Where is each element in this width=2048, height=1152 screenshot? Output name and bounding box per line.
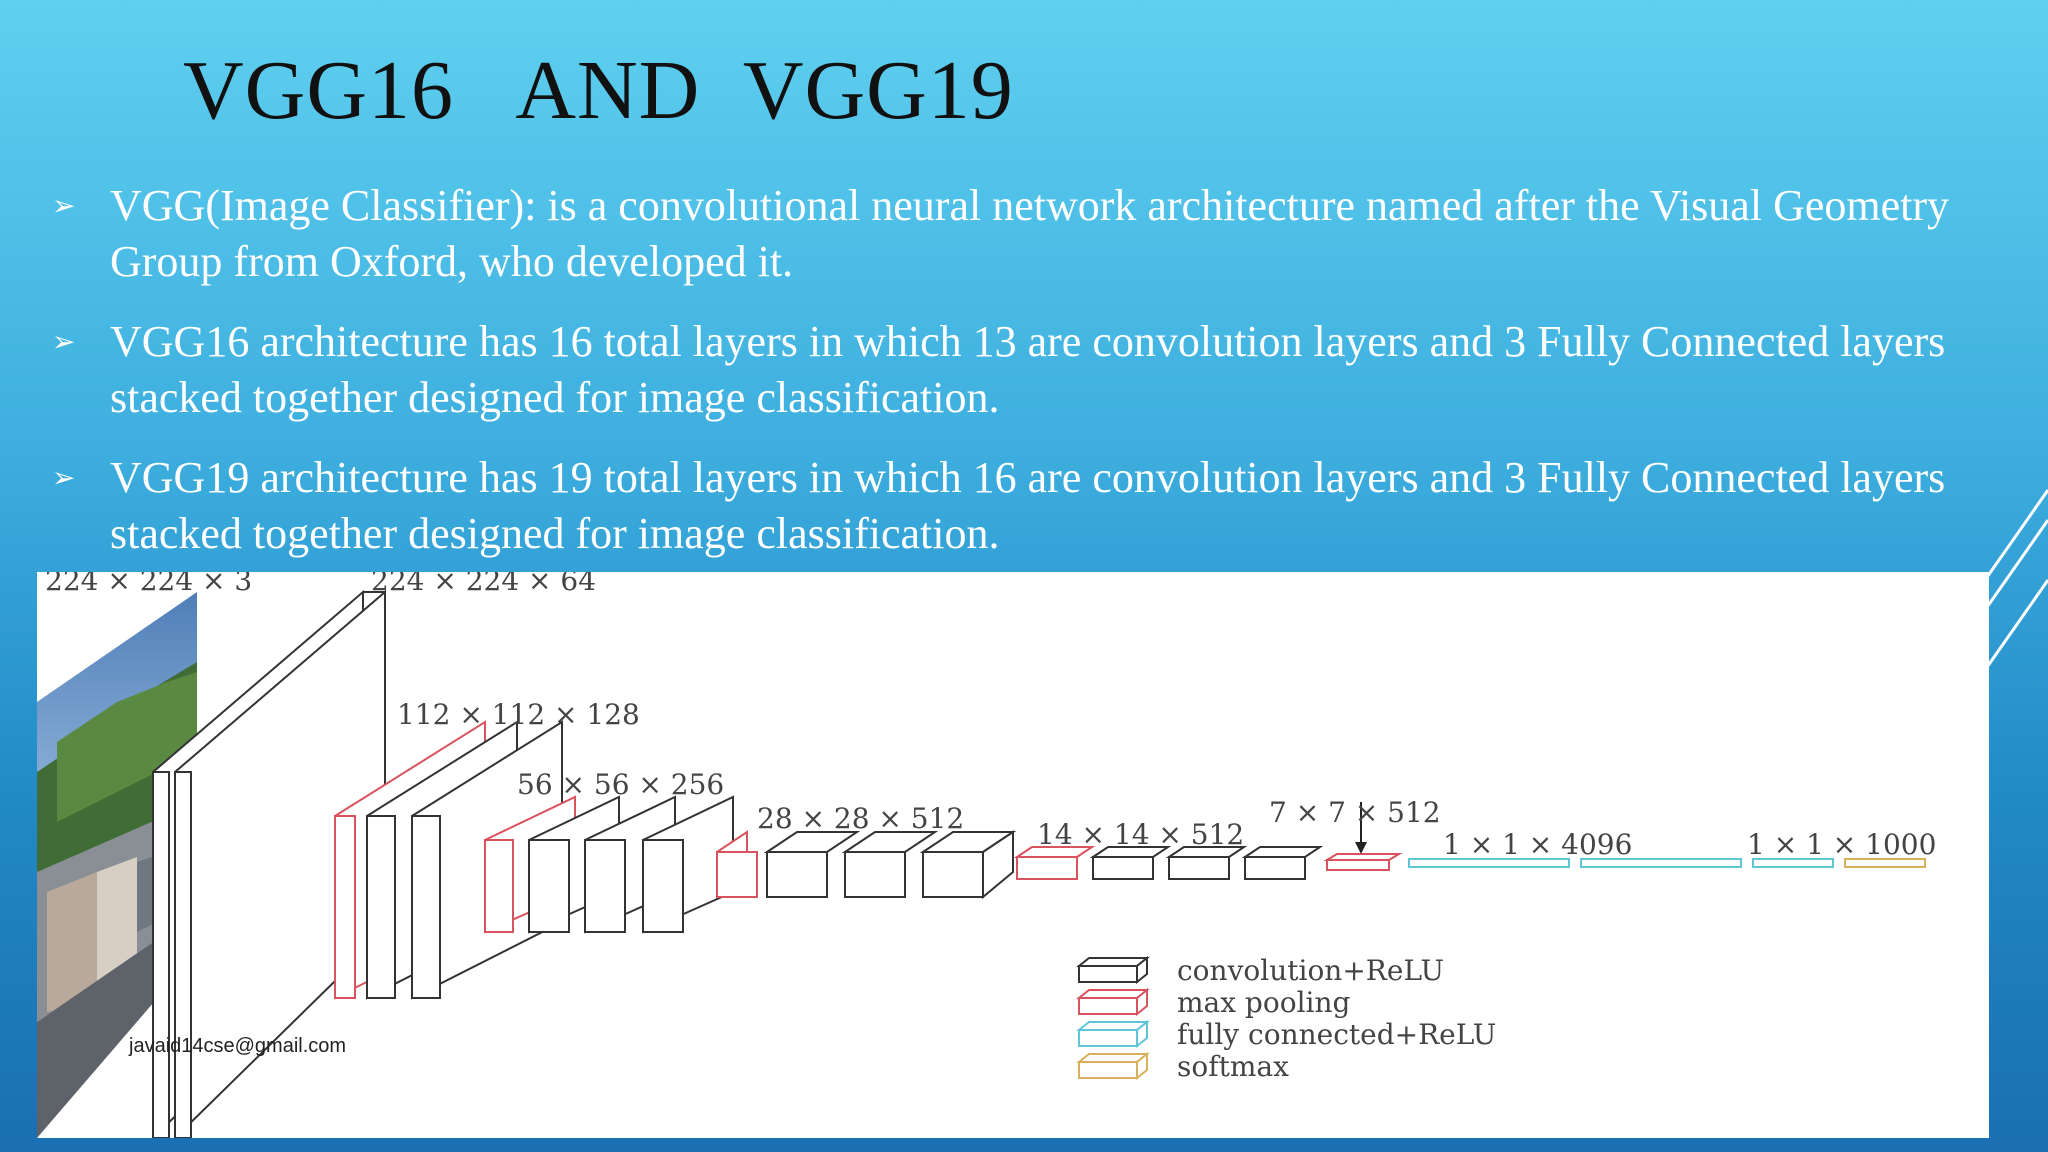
- fc-layers: [1408, 858, 1926, 868]
- author-email: javaid14cse@gmail.com: [129, 1035, 347, 1057]
- arrow-bullet-icon: ➢: [52, 189, 76, 222]
- conv5-block: [1013, 846, 1324, 880]
- legend-pool-label: max pooling: [1177, 986, 1351, 1019]
- legend: [1076, 955, 1150, 1081]
- decorative-lines: [1978, 489, 2048, 681]
- bullet-text: VGG(Image Classifier): is a convolutiona…: [110, 181, 1949, 286]
- bullet-text: VGG16 architecture has 16 total layers i…: [110, 317, 1946, 422]
- slide-title: VGG16 AND VGG19: [183, 44, 1014, 137]
- bullet-item: ➢ VGG19 architecture has 19 total layers…: [52, 450, 2012, 562]
- vgg-diagram: 224 × 224 × 3 224 × 224 × 64 112 × 112 ×…: [37, 572, 1936, 1138]
- dim-label-224x64: 224 × 224 × 64: [371, 572, 596, 597]
- bullet-text: VGG19 architecture has 19 total layers i…: [110, 453, 1946, 558]
- bullet-item: ➢ VGG(Image Classifier): is a convolutio…: [52, 178, 2012, 290]
- dim-label-fc1000: 1 × 1 × 1000: [1747, 828, 1936, 861]
- dim-label-224x3: 224 × 224 × 3: [45, 572, 252, 597]
- pool5-block: [1323, 802, 1403, 871]
- conv4-block: [716, 830, 1017, 900]
- arrow-bullet-icon: ➢: [52, 461, 76, 494]
- legend-fc-label: fully connected+ReLU: [1177, 1018, 1496, 1051]
- dim-label-112: 112 × 112 × 128: [397, 698, 640, 731]
- dim-label-56: 56 × 56 × 256: [517, 768, 724, 801]
- conv1-block: [152, 589, 386, 1138]
- legend-softmax-label: softmax: [1177, 1050, 1289, 1083]
- conv3-block: [484, 795, 734, 934]
- dim-label-fc4096: 1 × 1 × 4096: [1443, 828, 1632, 861]
- bullet-list: ➢ VGG(Image Classifier): is a convolutio…: [52, 178, 2012, 586]
- bullet-item: ➢ VGG16 architecture has 16 total layers…: [52, 314, 2012, 426]
- legend-conv-label: convolution+ReLU: [1177, 954, 1444, 987]
- dim-label-28: 28 × 28 × 512: [757, 802, 964, 835]
- dim-label-14: 14 × 14 × 512: [1037, 818, 1244, 851]
- vgg-architecture-figure: 224 × 224 × 3 224 × 224 × 64 112 × 112 ×…: [37, 572, 1989, 1138]
- arrow-bullet-icon: ➢: [52, 325, 76, 358]
- dim-label-7: 7 × 7 × 512: [1269, 796, 1441, 829]
